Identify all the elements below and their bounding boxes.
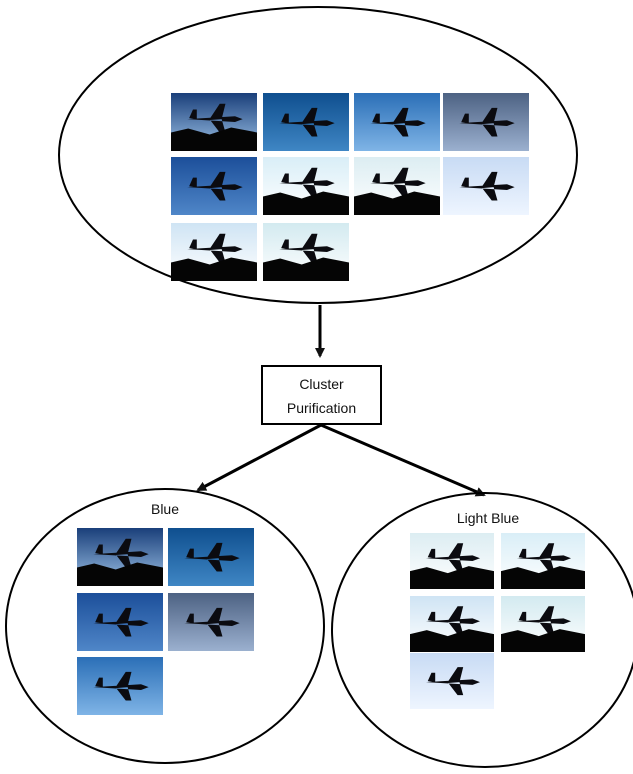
jet-silhouette-icon — [459, 107, 515, 137]
thumbnail-fighter-jet-blue — [263, 93, 349, 151]
thumbnail-jets-formation-dark-blue — [171, 93, 257, 151]
jet-silhouette-icon — [93, 538, 149, 568]
thumbnail-jet-light-sky — [354, 157, 440, 215]
thumbnail-clouds-ground — [410, 596, 494, 652]
jet-silhouette-icon — [279, 233, 335, 263]
arrow-to-light-blue-cluster — [320, 423, 486, 497]
jet-silhouette-icon — [370, 107, 426, 137]
thumbnail-jet-over-water — [354, 93, 440, 151]
thumbnail-runway-light-sky — [501, 533, 585, 589]
jet-silhouette-icon — [516, 543, 571, 572]
ground-silhouette — [501, 566, 585, 589]
jet-silhouette-icon — [425, 606, 480, 635]
jet-silhouette-icon — [425, 667, 480, 696]
source-cluster-thumbnails — [171, 93, 529, 281]
thumbnail-jet-pale-blue — [410, 653, 494, 709]
jet-silhouette-icon — [425, 543, 480, 572]
thumbnail-jet-on-ground — [501, 596, 585, 652]
jet-silhouette-icon — [93, 607, 149, 637]
purification-box — [261, 365, 382, 425]
blue-cluster-label: Blue — [151, 501, 179, 517]
thumbnail-jets-grey-blue-sky — [168, 593, 254, 651]
thumbnail-jets-formation-dark-blue — [77, 528, 163, 586]
ground-silhouette — [263, 257, 349, 281]
ground-silhouette — [263, 191, 349, 215]
jet-silhouette-icon — [184, 542, 240, 572]
thumbnail-jet-pale-blue — [443, 157, 529, 215]
thumbnail-jets-grey-blue-sky — [443, 93, 529, 151]
jet-silhouette-icon — [279, 107, 335, 137]
thumbnail-fighter-jet-blue — [168, 528, 254, 586]
ground-silhouette — [171, 127, 257, 151]
thumbnail-jet-light-sky — [410, 533, 494, 589]
source-cluster-ellipse — [58, 6, 578, 304]
jet-silhouette-icon — [184, 607, 240, 637]
ground-silhouette — [410, 566, 494, 589]
blue-cluster-ellipse — [5, 488, 325, 764]
ground-silhouette — [354, 191, 440, 215]
thumbnail-clouds-ground — [171, 223, 257, 281]
thumbnail-explosion-blue — [77, 593, 163, 651]
blue-cluster-thumbnails — [77, 528, 254, 715]
jet-silhouette-icon — [459, 171, 515, 201]
jet-silhouette-icon — [279, 167, 335, 197]
arrow-to-blue-cluster — [196, 423, 322, 492]
purification-label-line1: Cluster — [299, 376, 344, 392]
ground-silhouette — [501, 629, 585, 652]
purification-label-line2: Purification — [287, 400, 356, 416]
light-blue-cluster-ellipse — [331, 492, 633, 768]
ground-silhouette — [171, 257, 257, 281]
jet-silhouette-icon — [187, 103, 243, 133]
light-blue-cluster-label: Light Blue — [457, 510, 519, 526]
jet-silhouette-icon — [187, 233, 243, 263]
jet-silhouette-icon — [516, 606, 571, 635]
thumbnail-jet-over-water — [77, 657, 163, 715]
jet-silhouette-icon — [370, 167, 426, 197]
thumbnail-jet-on-ground — [263, 223, 349, 281]
ground-silhouette — [77, 562, 163, 586]
jet-silhouette-icon — [187, 171, 243, 201]
thumbnail-runway-light-sky — [263, 157, 349, 215]
thumbnail-explosion-blue — [171, 157, 257, 215]
jet-silhouette-icon — [93, 671, 149, 701]
light-blue-cluster-thumbnails — [410, 533, 585, 709]
ground-silhouette — [410, 629, 494, 652]
